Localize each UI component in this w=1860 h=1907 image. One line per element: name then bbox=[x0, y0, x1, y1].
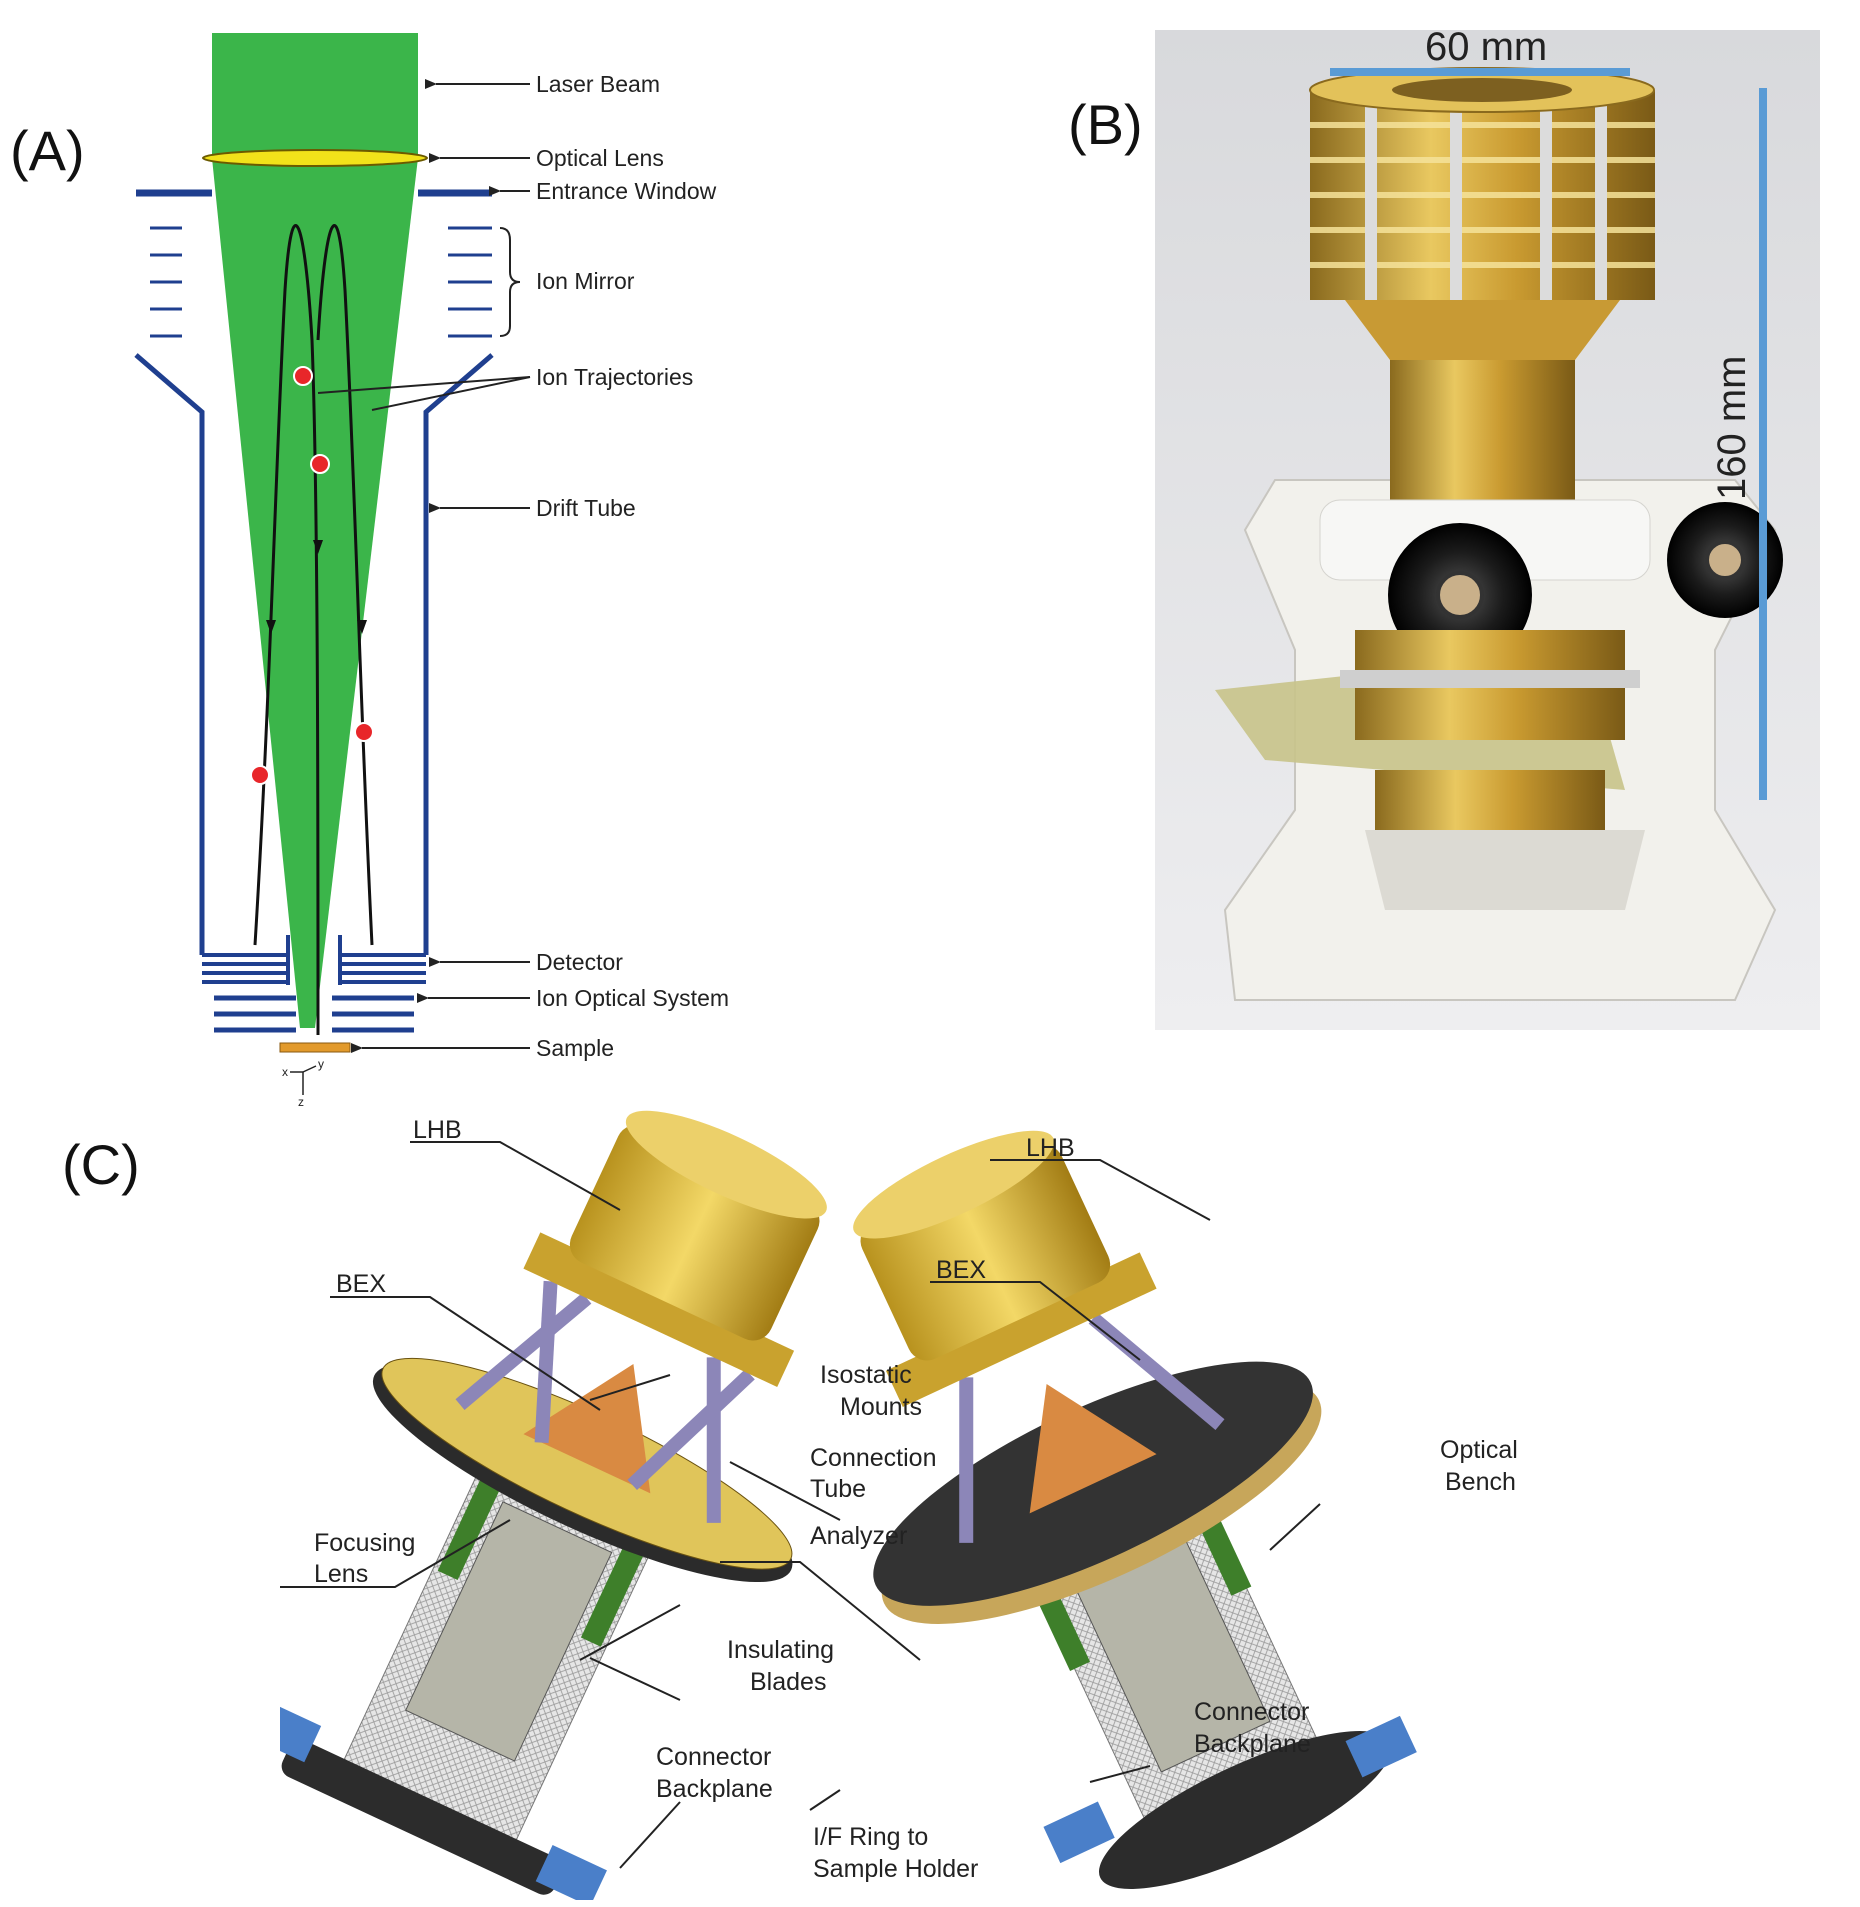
axes-indicator bbox=[290, 1065, 317, 1095]
sample bbox=[279, 1042, 351, 1053]
axis-y-label: y bbox=[318, 1057, 324, 1071]
left-bex-label: BEX bbox=[336, 1270, 386, 1298]
ion-optical-system-label: Ion Optical System bbox=[536, 985, 729, 1011]
drift-tube bbox=[134, 353, 494, 955]
left-focusing-label-2: Lens bbox=[314, 1560, 368, 1588]
panel-a-diagram: x y z Laser Beam Optical Lens Entrance W… bbox=[134, 33, 729, 1109]
ion-trajectories bbox=[253, 224, 374, 1036]
right-optical-label-2: Bench bbox=[1445, 1468, 1516, 1496]
drift-tube-label: Drift Tube bbox=[536, 495, 636, 521]
left-isostatic-label-1: Isostatic bbox=[820, 1361, 912, 1389]
panel-c-diagram: LHB BEX Isostatic Mounts Focusing Lens I… bbox=[280, 1110, 1518, 1900]
optical-lens-label: Optical Lens bbox=[536, 145, 664, 171]
optical-lens bbox=[202, 149, 428, 167]
panel-b-letter: (B) bbox=[1068, 93, 1143, 156]
ion-mirror-brace bbox=[499, 227, 521, 337]
panel-c-letter: (C) bbox=[62, 1133, 140, 1196]
left-insulating-label-1: Insulating bbox=[727, 1636, 834, 1664]
right-connection-label-1: Connection bbox=[810, 1444, 936, 1472]
right-connector-label-2: Backplane bbox=[1194, 1730, 1311, 1758]
height-scale-label: 160 mm bbox=[1710, 356, 1754, 501]
ion-particles bbox=[250, 366, 374, 785]
ion-trajectories-label: Ion Trajectories bbox=[536, 364, 693, 390]
detector-label: Detector bbox=[536, 949, 623, 975]
panel-a-callouts bbox=[317, 79, 531, 1053]
ion-mirror bbox=[150, 226, 492, 338]
left-connector-label-2: Backplane bbox=[656, 1775, 773, 1803]
right-optical-label-1: Optical bbox=[1440, 1436, 1518, 1464]
width-scale-label: 60 mm bbox=[1425, 30, 1547, 69]
right-lhb-label: LHB bbox=[1026, 1134, 1075, 1162]
left-insulating-label-2: Blades bbox=[750, 1668, 826, 1696]
left-assembly bbox=[280, 1110, 827, 1900]
detector bbox=[202, 935, 426, 985]
left-connector-label-1: Connector bbox=[656, 1743, 771, 1771]
ion-optical-system bbox=[214, 995, 414, 1033]
panel-c-leaders bbox=[280, 1141, 1321, 1869]
left-lhb-label: LHB bbox=[413, 1116, 462, 1144]
laser-beam-label: Laser Beam bbox=[536, 71, 660, 97]
right-assembly bbox=[853, 1130, 1417, 1889]
panel-a-letter: (A) bbox=[10, 119, 85, 182]
left-focusing-label-1: Focusing bbox=[314, 1529, 415, 1557]
right-connection-label-2: Tube bbox=[810, 1475, 866, 1503]
right-analyzer-label: Analyzer bbox=[810, 1522, 907, 1550]
entrance-window-label: Entrance Window bbox=[536, 178, 717, 204]
sample-label: Sample bbox=[536, 1035, 614, 1061]
axis-x-label: x bbox=[282, 1065, 288, 1079]
right-bex-label: BEX bbox=[936, 1256, 986, 1284]
left-isostatic-label-2: Mounts bbox=[840, 1393, 922, 1421]
instrument-photo: 60 mm 160 mm bbox=[1155, 30, 1820, 1030]
right-ifring-label-2: Sample Holder bbox=[813, 1855, 978, 1883]
right-ifring-label-1: I/F Ring to bbox=[813, 1823, 928, 1851]
ion-mirror-label: Ion Mirror bbox=[536, 268, 635, 294]
right-connector-label-1: Connector bbox=[1194, 1698, 1309, 1726]
axis-z-label: z bbox=[298, 1095, 304, 1109]
